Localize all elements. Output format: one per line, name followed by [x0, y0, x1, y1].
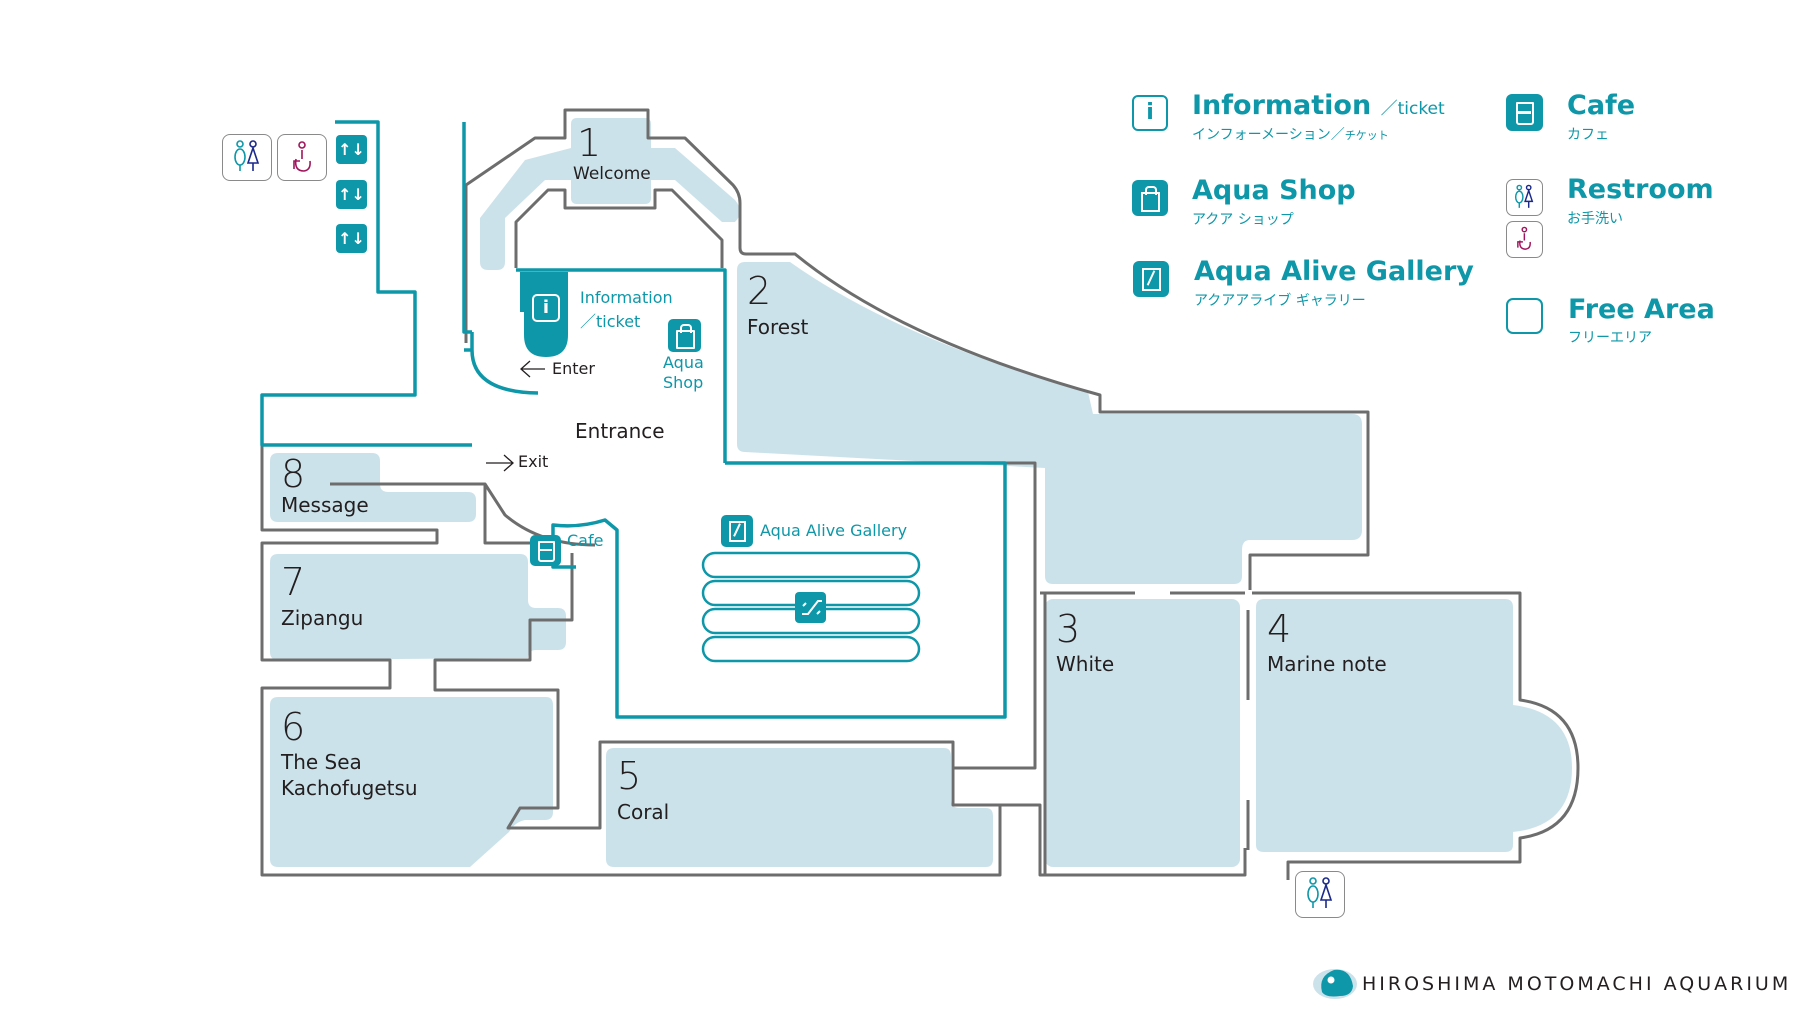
- room-3-name: White: [1056, 652, 1115, 676]
- tablet-icon: [1133, 261, 1169, 297]
- legend-information-title: Information ／ticket: [1192, 90, 1445, 121]
- elevator-icon[interactable]: ↑↓: [336, 180, 367, 209]
- room-3-white[interactable]: [1045, 599, 1240, 867]
- information-label-line1: Information: [580, 288, 673, 307]
- restroom-icon[interactable]: [1295, 871, 1345, 918]
- legend-aqua-shop-title: Aqua Shop: [1192, 175, 1356, 206]
- legend-aqua-alive-gallery-title: Aqua Alive Gallery: [1194, 256, 1474, 287]
- aqua-shop-label-line1: Aqua: [663, 353, 704, 372]
- aqua-alive-gallery-label: Aqua Alive Gallery: [760, 521, 908, 540]
- room-5-name: Coral: [617, 800, 670, 824]
- legend-restroom-title: Restroom: [1567, 174, 1714, 205]
- legend-information-sub: インフォーメーション／チケット: [1192, 127, 1389, 143]
- accessible-restroom-icon[interactable]: [277, 134, 327, 181]
- room-1-number: 1: [577, 121, 602, 165]
- legend-free-area-title: Free Area: [1568, 294, 1715, 325]
- room-1-name: Welcome: [573, 164, 651, 184]
- room-4-number: 4: [1267, 607, 1292, 651]
- restroom-icon: [1506, 179, 1543, 216]
- room-2-forest[interactable]: [737, 262, 1362, 584]
- legend-restroom-sub: お手洗い: [1567, 211, 1623, 227]
- shopping-bag-icon: [668, 319, 701, 352]
- legend-cafe-sub: カフェ: [1567, 127, 1609, 143]
- cafe-label: Cafe: [567, 531, 604, 550]
- info-icon: i: [1132, 95, 1168, 131]
- room-6-the-sea-kachofugetsu[interactable]: [270, 697, 553, 867]
- information-label-line2: ／ticket: [580, 312, 641, 331]
- elevator-icon[interactable]: ↑↓: [336, 224, 367, 253]
- room-5-coral[interactable]: [606, 748, 993, 867]
- room-2-name: Forest: [747, 315, 809, 339]
- legend-aqua-shop-sub: アクア ショップ: [1192, 212, 1294, 228]
- cup-icon: [1506, 94, 1543, 131]
- restroom-icon[interactable]: [222, 134, 272, 181]
- info-icon: i: [532, 294, 560, 322]
- room-8-message[interactable]: [270, 453, 476, 522]
- aqua-shop-label-line2: Shop: [663, 373, 704, 392]
- room-6-name-line1: The Sea: [281, 750, 362, 774]
- information-booth[interactable]: [524, 272, 568, 357]
- walls: [260, 108, 1580, 880]
- legend-aqua-alive-gallery-sub: アクアアライブ ギャラリー: [1194, 293, 1366, 309]
- entrance-label: Entrance: [575, 419, 665, 443]
- escalator-icon: [795, 592, 826, 623]
- legend-cafe-title: Cafe: [1567, 90, 1636, 121]
- room-6-name-line2: Kachofugetsu: [281, 776, 418, 800]
- room-7-name: Zipangu: [281, 606, 364, 630]
- accessible-restroom-icon: [1506, 221, 1543, 258]
- room-8-number: 8: [281, 452, 306, 496]
- room-4-name: Marine note: [1267, 652, 1387, 676]
- room-8-name: Message: [281, 493, 369, 517]
- room-1-welcome-area[interactable]: [480, 118, 740, 270]
- room-3-number: 3: [1056, 607, 1081, 651]
- free-area-icon: [1506, 298, 1543, 334]
- legend-free-area-sub: フリーエリア: [1568, 330, 1652, 346]
- aquarium-logo-icon: [1313, 969, 1357, 999]
- room-6-number: 6: [281, 705, 306, 749]
- room-2-number: 2: [747, 269, 772, 313]
- enter-arrow-icon: [520, 360, 545, 378]
- teal-walls: [260, 120, 1007, 719]
- tablet-icon: [721, 515, 753, 547]
- shopping-bag-icon: [1132, 180, 1168, 216]
- room-7-zipangu[interactable]: [270, 554, 566, 660]
- aquarium-logo-text: HIROSHIMA MOTOMACHI AQUARIUM: [1362, 973, 1792, 995]
- room-4-marine-note[interactable]: [1256, 599, 1572, 852]
- exit-label: Exit: [518, 452, 549, 471]
- enter-label: Enter: [552, 359, 595, 378]
- elevator-icon[interactable]: ↑↓: [336, 135, 367, 164]
- cup-icon: [530, 535, 561, 566]
- room-7-number: 7: [281, 560, 306, 604]
- exit-arrow-icon: [486, 454, 514, 472]
- room-5-number: 5: [617, 754, 642, 798]
